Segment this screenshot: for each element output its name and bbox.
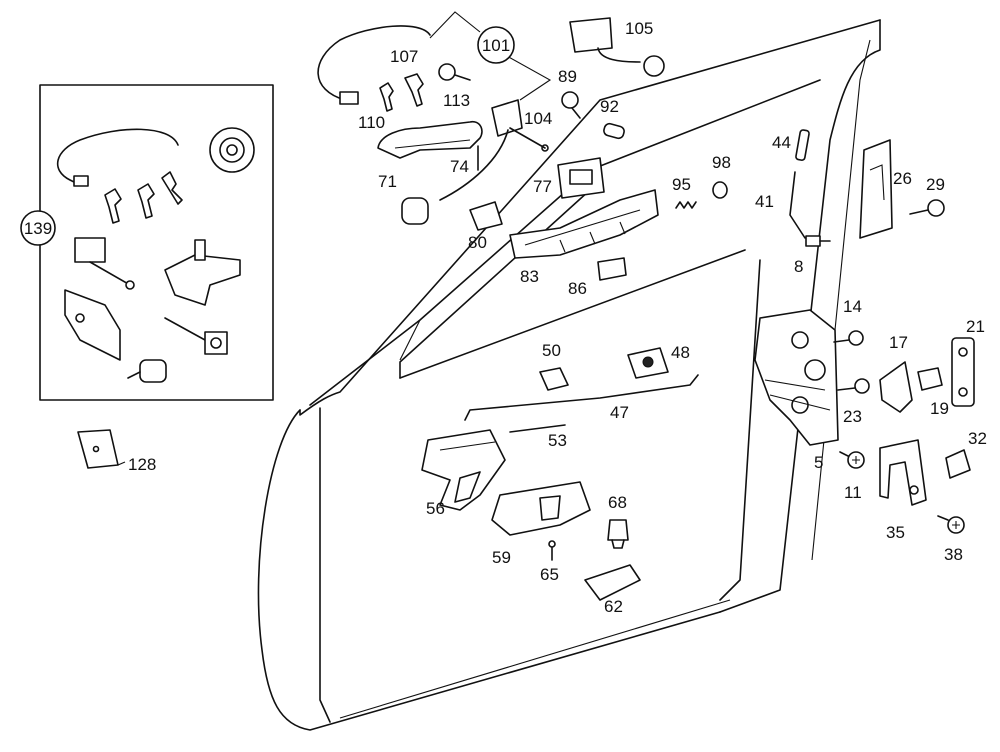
callout-98: 98 [712, 153, 731, 172]
callout-53: 53 [548, 431, 567, 450]
callout-5: 5 [814, 453, 823, 472]
part-95-spring [675, 201, 697, 209]
part-38-screw [937, 515, 965, 534]
callout-110: 110 [358, 113, 385, 132]
part-80-bracket [469, 201, 503, 231]
part-128-pad [77, 429, 126, 469]
callout-101: 101 [482, 36, 510, 55]
part-29-screw [909, 199, 945, 217]
part-26-cover [859, 139, 893, 239]
callout-41: 41 [755, 192, 774, 211]
callout-26: 26 [893, 169, 912, 188]
part-98-grommet [712, 181, 728, 199]
callout-68: 68 [608, 493, 627, 512]
callout-92: 92 [600, 97, 619, 116]
callout-38: 38 [944, 545, 963, 564]
callout-71: 71 [378, 172, 397, 191]
callout-86: 86 [568, 279, 587, 298]
callout-83: 83 [520, 267, 539, 286]
part-14-screw [833, 330, 864, 346]
callout-circle-101 [477, 26, 515, 64]
part-53-strip [509, 424, 566, 433]
part-62-cap [584, 564, 641, 601]
lock-set-inset [39, 84, 274, 401]
cable-assembly [317, 11, 552, 112]
callout-14: 14 [843, 297, 862, 316]
part-44-knob [795, 129, 810, 161]
part-71-handle [377, 120, 483, 159]
callout-circle-139 [20, 210, 56, 246]
part-86-clip [597, 257, 627, 281]
part-5-lock-mechanism [754, 309, 839, 446]
callout-113: 113 [443, 91, 470, 110]
part-59-handle-bezel [491, 481, 591, 536]
part-23-screw [837, 378, 870, 394]
callout-95: 95 [672, 175, 691, 194]
part-77-plate [557, 157, 605, 199]
part-50-clip [539, 367, 569, 391]
callout-107: 107 [390, 47, 418, 66]
callout-23: 23 [843, 407, 862, 426]
part-68-clip [607, 519, 629, 549]
part-32-clip [945, 449, 971, 479]
callout-80: 80 [468, 233, 487, 252]
callout-47: 47 [610, 403, 629, 422]
part-41-rod [789, 171, 806, 239]
part-92-pin [603, 122, 625, 140]
callout-139: 139 [24, 219, 52, 238]
callout-44: 44 [772, 133, 791, 152]
callout-21: 21 [966, 317, 985, 336]
callout-77: 77 [533, 177, 552, 196]
part-35-bracket [879, 439, 927, 506]
callout-128: 128 [128, 455, 156, 474]
callout-8: 8 [794, 257, 803, 276]
callout-56: 56 [426, 499, 445, 518]
part-21-plate [951, 337, 975, 407]
callout-32: 32 [968, 429, 987, 448]
callout-50: 50 [542, 341, 561, 360]
callout-104: 104 [524, 109, 552, 128]
callout-89: 89 [558, 67, 577, 86]
part-11-screw [839, 451, 865, 469]
part-47-rod [464, 374, 699, 421]
part-104-lock [401, 99, 549, 225]
part-105-connector [569, 17, 665, 77]
part-8-screw [805, 235, 831, 247]
part-48-clip [627, 347, 669, 379]
callout-48: 48 [671, 343, 690, 362]
callout-19: 19 [930, 399, 949, 418]
callout-17: 17 [889, 333, 908, 352]
part-65-screw-head [548, 540, 556, 548]
callout-74: 74 [450, 157, 469, 176]
callout-62: 62 [604, 597, 623, 616]
callout-11: 11 [844, 483, 862, 502]
part-56-handle-housing [421, 429, 506, 511]
callout-29: 29 [926, 175, 945, 194]
part-89-bolt [561, 91, 581, 119]
part-19-shim [917, 367, 943, 391]
callout-59: 59 [492, 548, 511, 567]
callout-35: 35 [886, 523, 905, 542]
part-17-striker [879, 361, 913, 413]
callout-65: 65 [540, 565, 559, 584]
part-83-carrier [509, 189, 659, 259]
callout-105: 105 [625, 19, 653, 38]
